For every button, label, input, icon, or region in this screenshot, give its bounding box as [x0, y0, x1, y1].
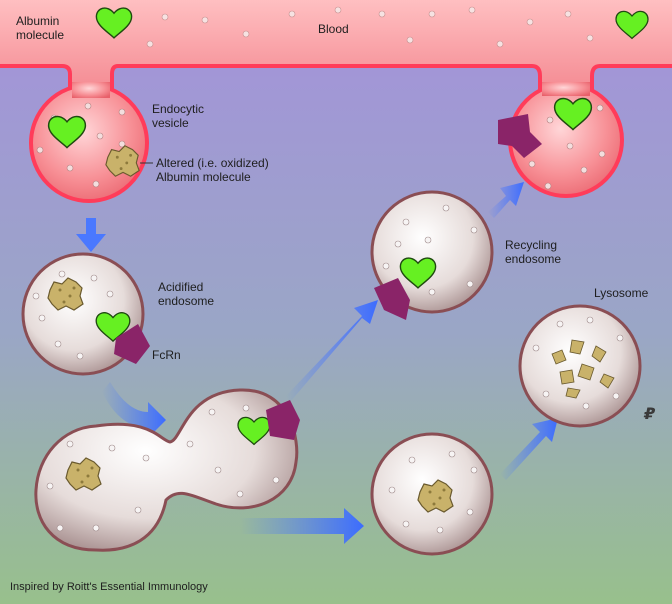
artist-signature: ₽ [644, 406, 656, 423]
fcrn-receptor-icon [266, 400, 300, 440]
fcrn-receptor-icon [498, 114, 542, 158]
blood-membrane [0, 64, 672, 92]
credit-text: Inspired by Roitt's Essential Immunology [10, 581, 208, 593]
endosome-particles [388, 450, 478, 534]
endosome-particles [46, 404, 280, 532]
blood-vessel [0, 0, 672, 92]
vesicle-neck [72, 82, 110, 98]
vesicle-particles [528, 104, 606, 190]
degraded-fragments [551, 339, 615, 399]
arrow-to-recycling [286, 300, 378, 402]
label-lysosome: Lysosome [594, 286, 649, 300]
label-altered-albumin: Altered (i.e. oxidized)Albumin molecule [156, 156, 269, 184]
label-blood: Blood [318, 22, 349, 36]
arrow-to-degradation [240, 508, 364, 544]
lysosome-particles [532, 316, 624, 410]
fcrn-receptor-icon [114, 324, 150, 364]
arrow-to-exocytosis [488, 182, 524, 218]
fcrn-receptor-icon [374, 278, 410, 320]
dividing-endosome [34, 388, 299, 552]
arrow-to-dividing [102, 382, 166, 438]
arrow-down [76, 218, 106, 252]
vesicle-neck [542, 82, 590, 96]
endosome-particles [382, 204, 478, 296]
label-fcrn: FcRn [152, 348, 181, 362]
endocytic-vesicle [29, 83, 149, 203]
blood-particles [146, 6, 594, 48]
arrow-to-lysosome [500, 418, 558, 480]
lysosome [518, 304, 642, 428]
recycling-endosome [370, 190, 494, 314]
